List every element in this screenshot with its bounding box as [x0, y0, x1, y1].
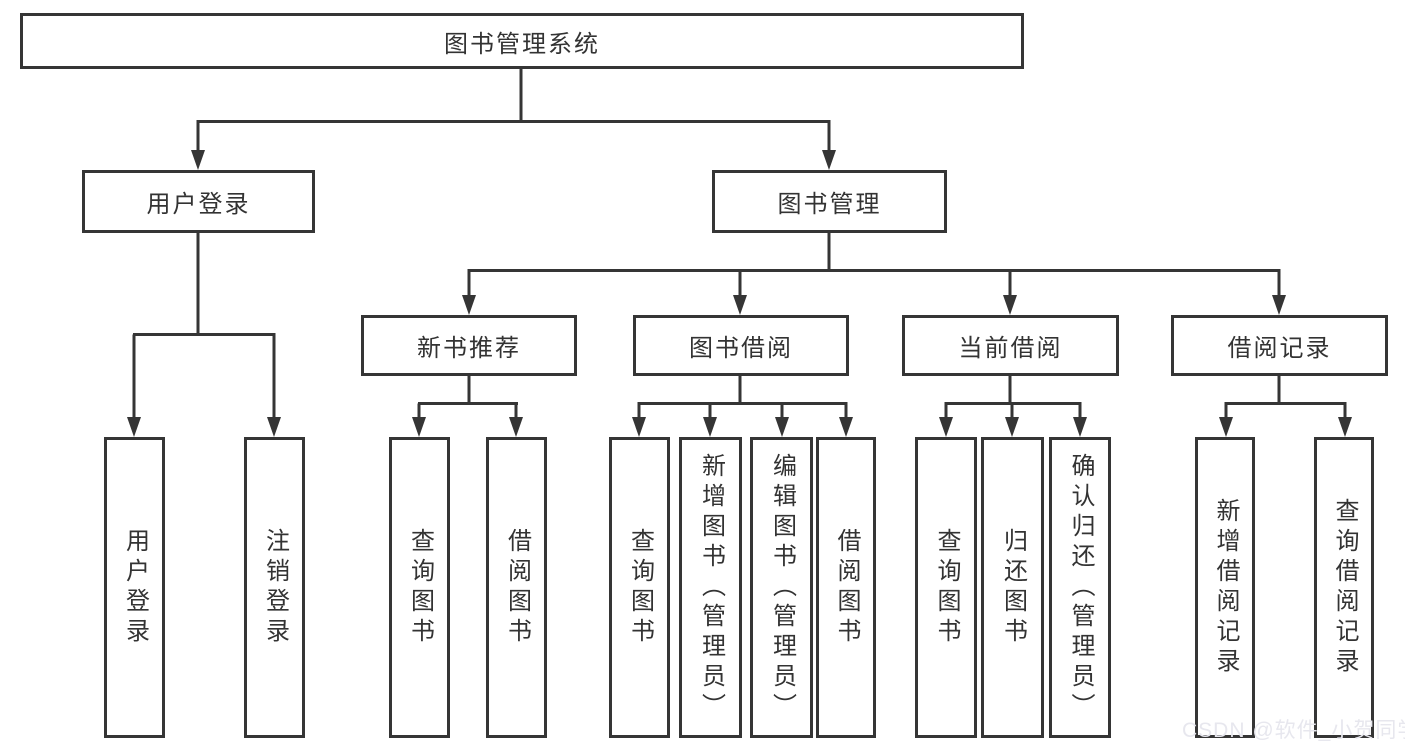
arrow-down-icon	[1219, 417, 1233, 437]
arrow-down-icon	[822, 150, 836, 170]
leaf-query-borrow-record-label: 查询借阅记录	[1331, 497, 1358, 678]
leaf-query-books-recommend: 查询图书	[389, 437, 450, 738]
node-borrow-records-label: 借阅记录	[1227, 335, 1332, 362]
leaf-confirm-return-admin-label: 确认归还（管理员）	[1067, 452, 1094, 723]
csdn-watermark: CSDN @软件_小贺同学	[1182, 719, 1405, 742]
arrow-down-icon	[191, 150, 205, 170]
arrow-down-icon	[632, 417, 646, 437]
leaf-query-books-current: 查询图书	[915, 437, 977, 738]
arrow-down-icon	[462, 295, 476, 315]
node-book-management: 图书管理	[712, 170, 947, 233]
node-user-login-label: 用户登录	[146, 191, 251, 218]
leaf-query-books-recommend-label: 查询图书	[406, 527, 434, 648]
arrow-down-icon	[703, 417, 717, 437]
arrow-down-icon	[1272, 295, 1286, 315]
connector-book-borrow-branch	[637, 375, 848, 420]
leaf-return-books-label: 归还图书	[999, 527, 1027, 648]
arrow-down-icon	[412, 417, 426, 437]
leaf-return-books: 归还图书	[981, 437, 1044, 738]
leaf-borrow-books-recommend-label: 借阅图书	[503, 527, 531, 648]
leaf-query-books-borrow-label: 查询图书	[626, 527, 654, 648]
leaf-add-books-admin-label: 新增图书（管理员）	[697, 452, 725, 723]
node-book-borrow-label: 图书借阅	[689, 335, 793, 362]
arrow-down-icon	[1338, 417, 1352, 437]
leaf-edit-books-admin-label: 编辑图书（管理员）	[768, 452, 796, 723]
arrow-down-icon	[1003, 295, 1017, 315]
arrow-down-icon	[267, 417, 281, 437]
leaf-borrow-books-label: 借阅图书	[833, 527, 860, 648]
leaf-add-books-admin: 新增图书（管理员）	[679, 437, 742, 738]
arrow-down-icon	[509, 417, 523, 437]
arrow-down-icon	[733, 295, 747, 315]
connector-borrow-records-branch	[1224, 375, 1347, 420]
leaf-borrow-books-recommend: 借阅图书	[486, 437, 547, 738]
node-current-borrow-label: 当前借阅	[958, 335, 1063, 362]
node-root: 图书管理系统	[20, 13, 1024, 69]
arrow-down-icon	[1005, 417, 1019, 437]
leaf-borrow-books: 借阅图书	[816, 437, 876, 738]
node-root-label: 图书管理系统	[444, 30, 600, 58]
connector-book-management-branch	[467, 232, 1281, 298]
arrow-down-icon	[939, 417, 953, 437]
node-book-management-label: 图书管理	[777, 191, 882, 218]
leaf-query-books-borrow: 查询图书	[609, 437, 670, 738]
leaf-user-login: 用户登录	[104, 437, 165, 738]
leaf-user-login-label: 用户登录	[121, 527, 149, 648]
leaf-logout: 注销登录	[244, 437, 305, 738]
leaf-add-borrow-record: 新增借阅记录	[1195, 437, 1255, 738]
connector-root-to-level2	[196, 69, 831, 153]
node-new-book-recommend-label: 新书推荐	[417, 335, 521, 362]
arrow-down-icon	[839, 417, 853, 437]
node-new-book-recommend: 新书推荐	[361, 315, 577, 376]
leaf-add-borrow-record-label: 新增借阅记录	[1212, 497, 1239, 678]
connector-current-borrow-branch	[944, 375, 1082, 420]
leaf-edit-books-admin: 编辑图书（管理员）	[750, 437, 813, 738]
leaf-confirm-return-admin: 确认归还（管理员）	[1049, 437, 1111, 738]
arrow-down-icon	[775, 417, 789, 437]
node-user-login: 用户登录	[82, 170, 315, 233]
arrow-down-icon	[1073, 417, 1087, 437]
node-current-borrow: 当前借阅	[902, 315, 1119, 376]
connector-new-book-branch	[417, 375, 518, 420]
arrow-down-icon	[127, 417, 141, 437]
connector-user-login-branch	[132, 232, 276, 420]
leaf-query-books-current-label: 查询图书	[933, 527, 960, 648]
node-book-borrow: 图书借阅	[633, 315, 849, 376]
leaf-logout-label: 注销登录	[261, 527, 289, 648]
node-borrow-records: 借阅记录	[1171, 315, 1388, 376]
leaf-query-borrow-record: 查询借阅记录	[1314, 437, 1374, 738]
